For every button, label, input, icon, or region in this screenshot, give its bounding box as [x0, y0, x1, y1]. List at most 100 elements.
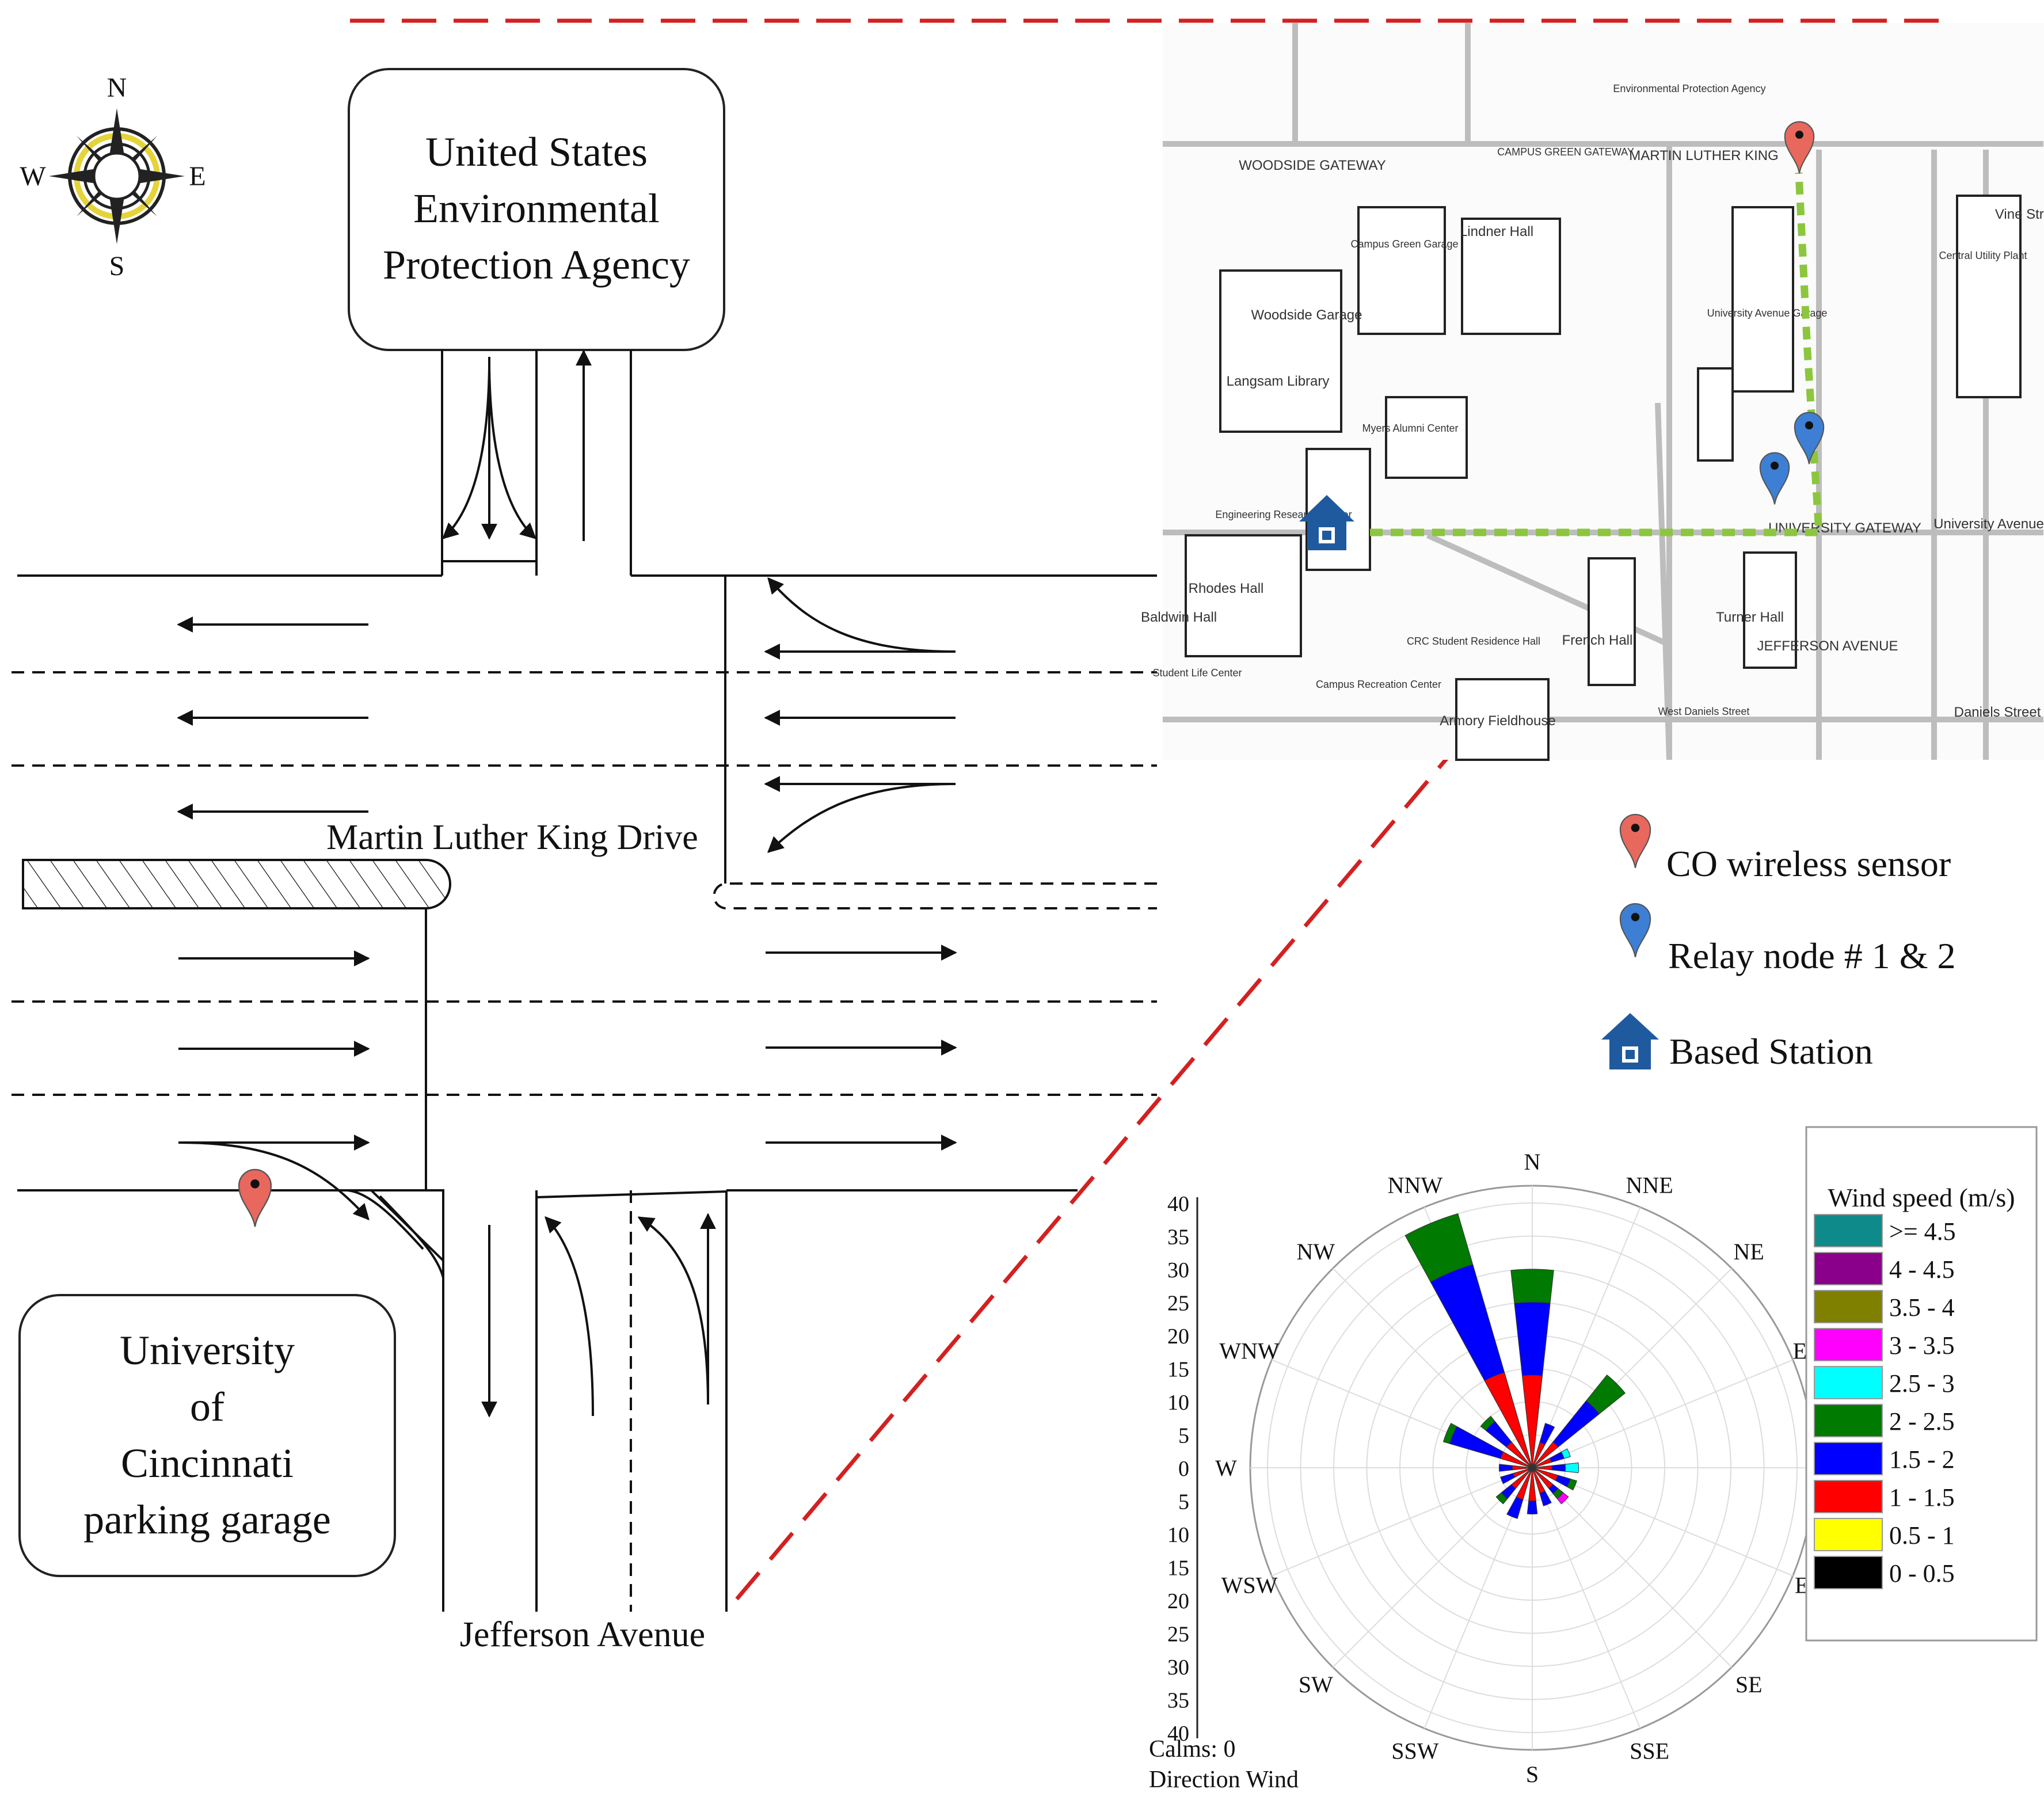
- wind-legend-label: 3.5 - 4: [1889, 1293, 1955, 1322]
- wind-rose-spoke: [1532, 1467, 1794, 1577]
- campus-map-label: Campus Recreation Center: [1316, 679, 1441, 690]
- wind-bar-n: [1522, 1375, 1543, 1468]
- direction-label-ne: NE: [1734, 1239, 1764, 1265]
- wind-legend-label: 3 - 3.5: [1889, 1331, 1955, 1360]
- campus-map-label: University Avenue: [1933, 516, 2044, 532]
- direction-label-wnw: WNW: [1219, 1338, 1280, 1364]
- uc-line3: Cincinnati: [121, 1440, 294, 1486]
- wind-bar-w: [1528, 1467, 1533, 1469]
- uc-line1: University: [120, 1327, 295, 1373]
- wind-legend-swatch: [1814, 1480, 1883, 1513]
- legend-relay-label: Relay node # 1 & 2: [1668, 935, 1955, 976]
- radial-tick-label: 30: [1167, 1258, 1189, 1282]
- radial-tick-label: 20: [1167, 1324, 1189, 1349]
- radial-tick-label: 0: [1178, 1457, 1189, 1481]
- wind-legend-label: 2.5 - 3: [1889, 1369, 1955, 1398]
- campus-map-label: Armory Fieldhouse: [1440, 713, 1555, 729]
- map-legend: CO wireless sensor Relay node # 1 & 2 Ba…: [1601, 813, 1955, 1072]
- campus-map-label: French Hall: [1562, 633, 1633, 648]
- wind-legend-label: 1 - 1.5: [1889, 1483, 1955, 1512]
- wind-bar-nnw: [1484, 1372, 1533, 1468]
- legend-station-icon: [1601, 1013, 1659, 1069]
- intersection-diagram: [12, 349, 1157, 1612]
- radial-tick-label: 30: [1167, 1655, 1189, 1680]
- wind-bar-ese: [1532, 1467, 1558, 1481]
- compass-rose-icon: N S E W: [20, 73, 205, 281]
- wind-rose-spoke: [1332, 1467, 1533, 1668]
- epa-building: United States Environmental Protection A…: [348, 68, 725, 351]
- direction-label-sw: SW: [1299, 1672, 1333, 1697]
- direction-label-nw: NW: [1296, 1239, 1335, 1265]
- compass-e-label: E: [189, 161, 205, 192]
- wind-legend-label: 2 - 2.5: [1889, 1407, 1955, 1436]
- wind-bar-ene: [1532, 1457, 1552, 1468]
- calms-label: Calms: 0: [1149, 1736, 1236, 1762]
- wind-legend-swatch: [1814, 1252, 1883, 1285]
- wind-legend-label: 1.5 - 2: [1889, 1445, 1955, 1474]
- wind-speed-legend: Wind speed (m/s) >= 4.5 4 - 4.5 3.5 - 4 3 -…: [1805, 1126, 2038, 1642]
- wind-rose-spoke: [1271, 1467, 1533, 1577]
- direction-label-ssw: SSW: [1391, 1738, 1438, 1764]
- wind-bar-ne: [1532, 1441, 1559, 1468]
- wind-rose-spoke: [1532, 1467, 1641, 1729]
- campus-map-label: Daniels Street: [1954, 705, 2041, 720]
- radial-tick-label: 25: [1167, 1623, 1189, 1647]
- wind-rose-spoke: [1532, 1206, 1641, 1468]
- wind-legend-label: >= 4.5: [1889, 1217, 1956, 1246]
- legend-station-label: Based Station: [1669, 1031, 1873, 1072]
- wind-bar-nne: [1532, 1442, 1546, 1468]
- wind-bar-wnw: [1500, 1451, 1533, 1468]
- radial-tick-label: 35: [1167, 1689, 1189, 1713]
- wind-legend-label: 4 - 4.5: [1889, 1255, 1955, 1284]
- campus-map-label: Baldwin Hall: [1141, 610, 1217, 625]
- campus-map-label: Turner Hall: [1716, 610, 1784, 625]
- campus-map-label: University Avenue Garage: [1707, 307, 1828, 319]
- wind-bar-sse: [1532, 1467, 1535, 1472]
- direction-label-se: SE: [1735, 1672, 1763, 1697]
- campus-map-label: JEFFERSON AVENUE: [1757, 638, 1898, 654]
- radial-tick-label: 10: [1167, 1523, 1189, 1547]
- wind-bar-sw: [1511, 1467, 1533, 1489]
- campus-map-label: Campus Green Garage: [1350, 238, 1458, 250]
- wind-bar-w: [1512, 1465, 1533, 1471]
- campus-map-label: Langsam Library: [1227, 374, 1330, 389]
- wind-bar-ssw: [1516, 1467, 1533, 1500]
- direction-label-wsw: WSW: [1221, 1573, 1278, 1598]
- campus-map-label: Lindner Hall: [1460, 224, 1533, 239]
- wind-bar-s: [1528, 1467, 1536, 1502]
- campus-map-label: Vine Street: [1995, 207, 2044, 222]
- wind-bar-sse: [1532, 1467, 1546, 1494]
- wind-bar-ene: [1532, 1465, 1536, 1468]
- legend-sensor-pin-icon: [1619, 813, 1651, 869]
- direction-label-nne: NNE: [1626, 1172, 1673, 1198]
- epa-line3: Protection Agency: [383, 242, 690, 288]
- wind-bar-e: [1532, 1465, 1553, 1471]
- campus-map-label: CRC Student Residence Hall: [1407, 635, 1540, 647]
- campus-map-label: Environmental Protection Agency: [1613, 83, 1765, 94]
- wind-legend-title: Wind speed (m/s): [1828, 1183, 2015, 1212]
- wind-legend-swatch: [1814, 1404, 1883, 1437]
- epa-line2: Environmental: [413, 185, 660, 231]
- co-sensor-pin-icon: [238, 1168, 272, 1228]
- uc-line2: of: [190, 1384, 224, 1430]
- campus-map-label: CAMPUS GREEN GATEWAY: [1497, 146, 1634, 158]
- radial-tick-label: 40: [1167, 1192, 1189, 1216]
- wind-legend-swatch: [1814, 1290, 1883, 1323]
- wind-bar-wsw: [1513, 1467, 1533, 1478]
- direction-label-nnw: NNW: [1388, 1172, 1443, 1198]
- campus-map-label: Student Life Center: [1152, 667, 1242, 679]
- radial-tick-label: 40: [1167, 1722, 1189, 1746]
- campus-map-label: WOODSIDE GATEWAY: [1239, 158, 1386, 173]
- direction-label-sse: SSE: [1630, 1738, 1669, 1764]
- direction-wind-caption: Direction Wind: [1149, 1767, 1299, 1793]
- wind-bar-e: [1532, 1467, 1536, 1469]
- campus-map-label: West Daniels Street: [1658, 706, 1750, 717]
- wind-legend-swatch: [1814, 1556, 1883, 1589]
- wind-legend-label: 0.5 - 1: [1889, 1521, 1955, 1550]
- wind-rose-spoke: [1532, 1467, 1733, 1668]
- direction-label-s: S: [1526, 1761, 1539, 1787]
- uc-line4: parking garage: [83, 1497, 331, 1543]
- compass-w-label: W: [20, 161, 46, 192]
